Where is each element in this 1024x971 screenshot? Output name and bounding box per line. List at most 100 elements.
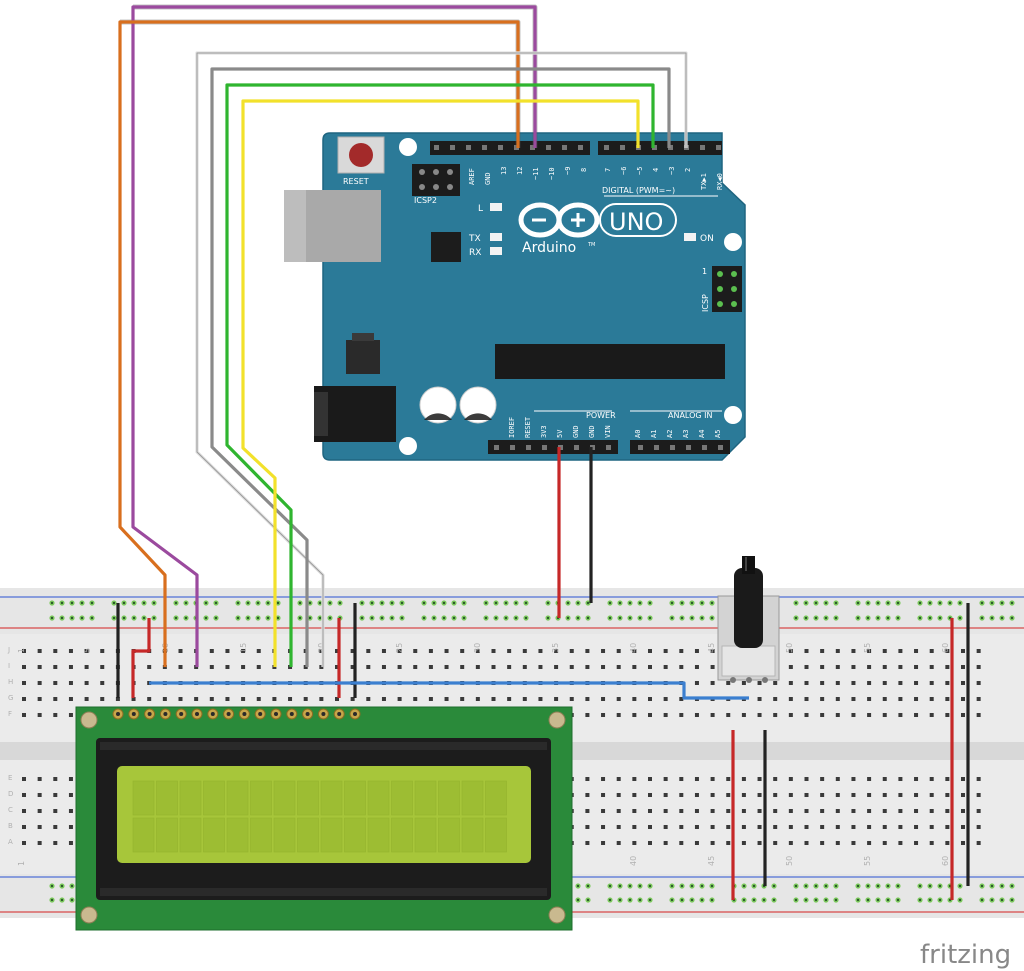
svg-text:A: A [8,838,13,846]
reset-button[interactable] [337,136,385,174]
wire-pin3-gray [210,67,671,667]
svg-text:50: 50 [785,856,794,866]
svg-text:45: 45 [707,856,716,866]
svg-text:1: 1 [17,861,26,866]
led-tx-label: TX [468,234,481,244]
svg-text:4: 4 [652,168,660,172]
uno-model-label: UNO [609,208,663,236]
led-l-label: L [478,204,483,214]
jumper-contrast-blue [149,681,749,700]
svg-text:GND: GND [484,172,492,185]
svg-text:30: 30 [473,643,482,653]
wire-pin2-white-edge [196,52,687,667]
fritzing-watermark: fritzing [920,940,1011,970]
svg-text:15: 15 [239,643,248,653]
svg-text:IOREF: IOREF [508,417,516,438]
svg-text:~5: ~5 [636,167,644,175]
icsp2-header [412,164,460,196]
analog-header [630,440,730,454]
voltage-regulator [346,340,380,374]
svg-text:5V: 5V [556,429,564,438]
svg-text:~6: ~6 [620,167,628,175]
status-leds [490,203,696,255]
led-on-label: ON [700,234,714,244]
wire-pin11-purple [131,5,537,667]
svg-text:60: 60 [941,856,950,866]
svg-text:5: 5 [83,648,92,653]
row-letters-top: J I H G F [7,646,13,718]
svg-text:H: H [8,678,13,686]
row-letters-bottom: E D C B A [8,774,13,846]
svg-text:F: F [8,710,12,718]
potentiometer[interactable] [717,556,780,683]
icsp-label: ICSP [701,294,710,312]
svg-text:45: 45 [707,643,716,653]
digital-label: DIGITAL (PWM=~) [602,186,675,195]
top-power-rail [0,588,1024,634]
power-header [488,440,618,454]
svg-text:25: 25 [395,643,404,653]
lcd-pin-pads [112,708,361,720]
analog-in-label: ANALOG IN [668,411,713,420]
svg-text:13: 13 [500,167,508,175]
svg-text:A4: A4 [698,430,706,438]
svg-text:60: 60 [941,643,950,653]
digital-header-right [598,141,722,155]
svg-text:8: 8 [580,168,588,172]
svg-text:3V3: 3V3 [540,425,548,438]
svg-text:2: 2 [684,168,692,172]
digital-pin-labels-right: 7 ~6 ~5 4 ~3 2 TX▶1 RX◀0 [604,167,724,190]
svg-text:RESET: RESET [524,416,532,438]
wires [118,4,688,667]
svg-text:7: 7 [604,168,612,172]
analog-pin-labels: A0 A1 A2 A3 A4 A5 [634,430,722,438]
usb-chip [431,232,461,262]
svg-text:D: D [8,790,13,798]
jumper-lcd-vdd-5v [131,618,151,698]
svg-text:A5: A5 [714,430,722,438]
wire-pin5-yellow [241,99,640,667]
power-label: POWER [586,411,616,420]
svg-text:TX▶1: TX▶1 [700,173,708,190]
svg-text:B: B [8,822,13,830]
svg-text:I: I [8,662,10,670]
svg-text:A3: A3 [682,430,690,438]
svg-text:E: E [8,774,12,782]
digital-pin-labels-left: AREF GND 13 12 ~11 ~10 ~9 8 [468,167,588,185]
arduino-uno-board: RESET ICSP2 L TX RX ON [284,132,746,461]
svg-text:40: 40 [629,856,638,866]
svg-text:GND: GND [572,425,580,438]
svg-text:G: G [8,694,13,702]
wire-pin4-green [225,83,655,667]
svg-text:~11: ~11 [532,167,540,180]
svg-text:A2: A2 [666,430,674,438]
arduino-tm-label: TM [587,242,595,248]
svg-text:~3: ~3 [668,167,676,175]
power-analog-header-pins [494,445,723,450]
icsp2-label: ICSP2 [414,196,437,205]
svg-text:AREF: AREF [468,168,476,185]
capacitors [419,386,497,424]
led-rx-label: RX [469,248,481,258]
icsp-header [712,266,742,312]
power-pin-labels: IOREF RESET 3V3 5V GND GND VIN [508,416,612,438]
svg-text:55: 55 [863,643,872,653]
svg-text:J: J [7,646,10,654]
svg-text:C: C [8,806,13,814]
svg-text:~10: ~10 [548,167,556,180]
svg-text:35: 35 [551,643,560,653]
breadboard-jumpers [116,603,970,900]
svg-text:~9: ~9 [564,167,572,175]
arduino-brand-label: Arduino [522,240,576,256]
svg-text:GND: GND [588,425,596,438]
lcd-16x2-module [75,706,573,931]
digital-header-left [430,141,590,155]
svg-text:A0: A0 [634,430,642,438]
svg-text:55: 55 [863,856,872,866]
svg-text:A1: A1 [650,430,658,438]
icsp-pin1-label: 1 [702,267,707,276]
lcd-character-cells [132,780,507,853]
svg-text:1: 1 [17,648,26,653]
svg-text:RX◀0: RX◀0 [716,173,724,190]
